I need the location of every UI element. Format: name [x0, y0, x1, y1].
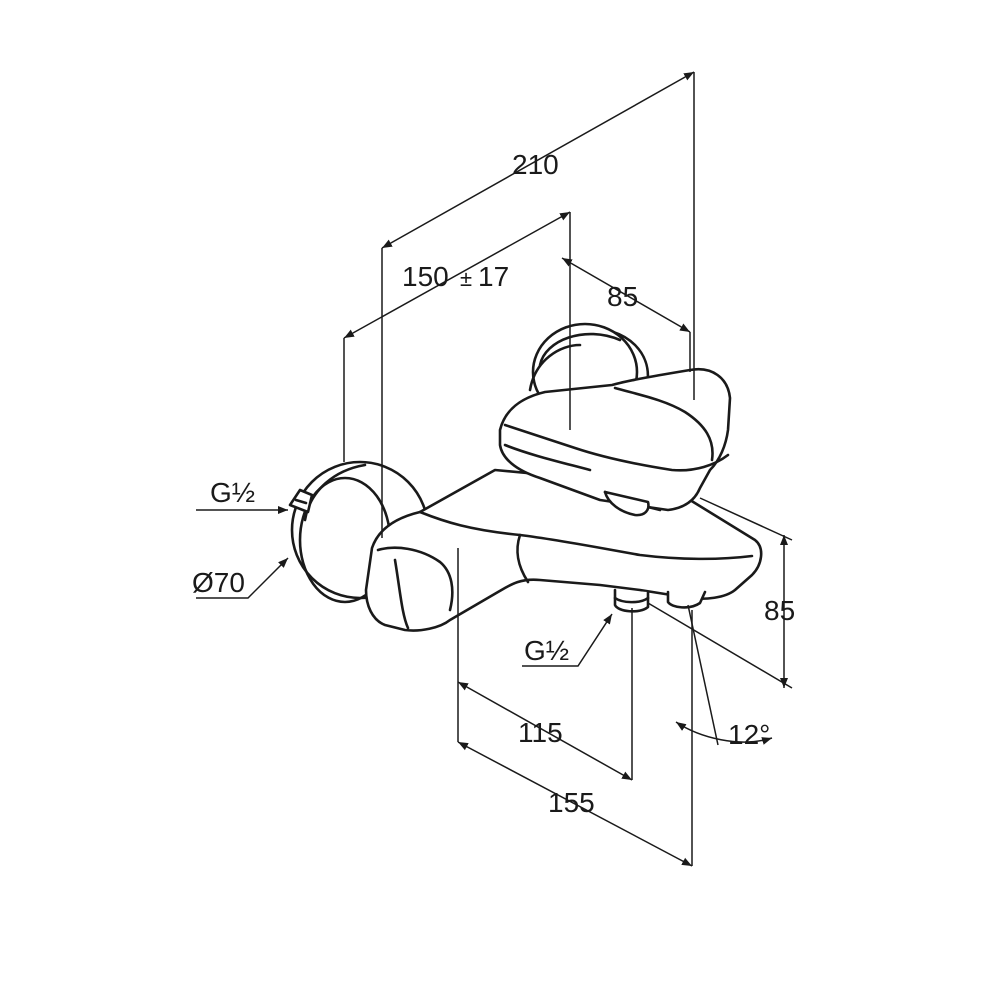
- label-210: 210: [512, 149, 559, 180]
- label-115: 115: [518, 717, 563, 748]
- dimension-labels: 210 150 ± 17 85 85 115 155 12° G½ Ø70 G½: [192, 149, 795, 818]
- angle-leg: [687, 604, 719, 746]
- dimension-line-155: [457, 741, 693, 867]
- dimension-lines: [196, 71, 793, 867]
- faucet-body: [288, 322, 763, 632]
- label-rosette-diameter: Ø70: [192, 567, 245, 598]
- dimension-line-150: [343, 211, 571, 339]
- leader-rosette-diameter: [196, 557, 289, 599]
- label-85-lever: 85: [607, 281, 638, 312]
- label-angle: 12°: [728, 719, 770, 750]
- spout-outlet: [613, 588, 707, 613]
- label-outlet-thread: G½: [524, 635, 569, 666]
- label-150: 150: [402, 261, 449, 292]
- main-body: [364, 468, 763, 632]
- label-inlet-thread: G½: [210, 477, 255, 508]
- label-tolerance-value: 17: [478, 261, 509, 292]
- dimension-line-85-lever: [561, 257, 691, 333]
- angle-arc: [675, 721, 773, 745]
- label-tolerance-sign: ±: [460, 266, 472, 291]
- leader-outlet-thread: [522, 613, 613, 667]
- lever-handle: [498, 367, 732, 517]
- label-85-height: 85: [764, 595, 795, 626]
- label-155: 155: [548, 787, 595, 818]
